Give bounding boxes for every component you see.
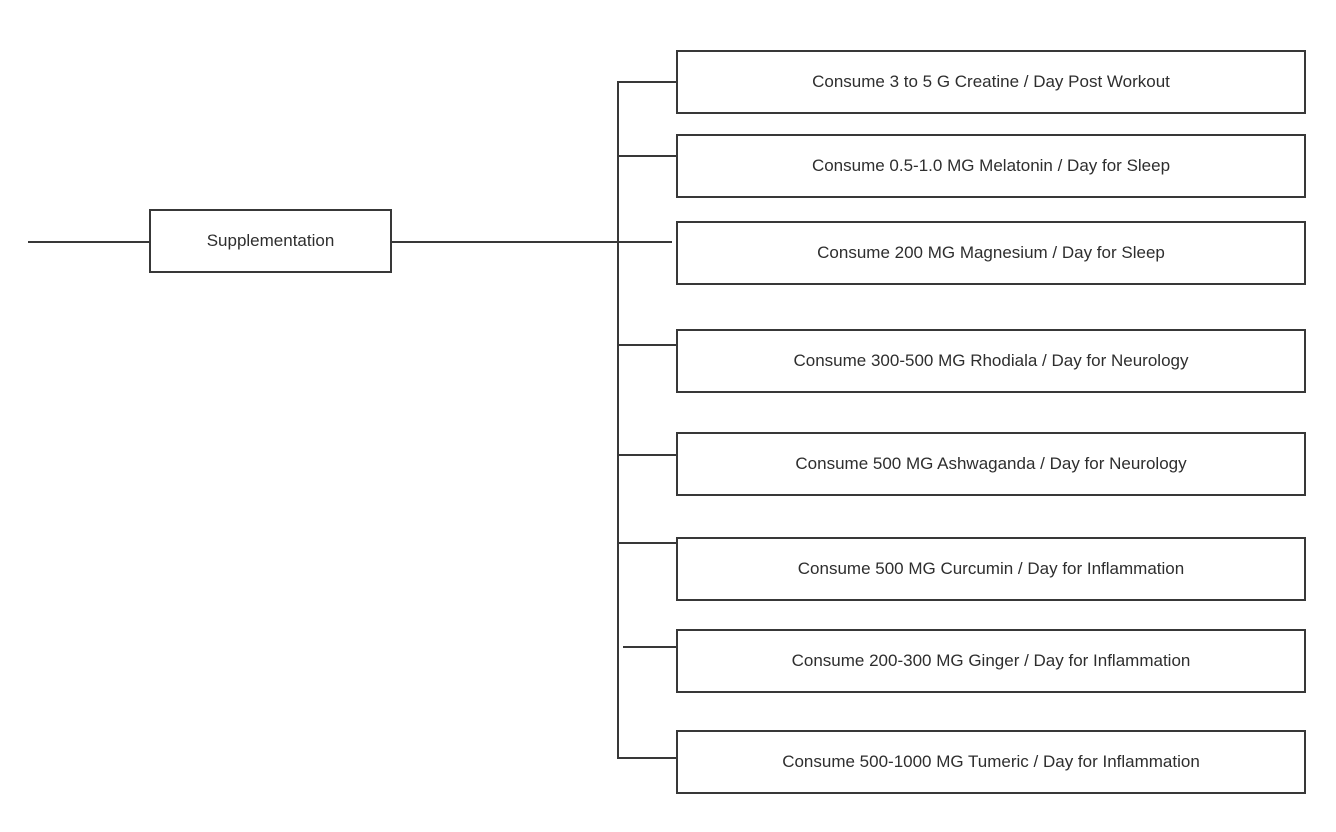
edge-branch-magnesium bbox=[617, 241, 672, 243]
edge-branch-tumeric bbox=[617, 757, 676, 759]
node-curcumin-label: Consume 500 MG Curcumin / Day for Inflam… bbox=[797, 558, 1185, 578]
edge-branch-curcumin bbox=[617, 542, 676, 544]
node-magnesium[interactable]: Consume 200 MG Magnesium / Day for Sleep bbox=[676, 221, 1306, 285]
edge-trunk bbox=[617, 81, 619, 759]
edge-branch-rhodiala bbox=[617, 344, 676, 346]
edge-branch-ashwaganda bbox=[617, 454, 676, 456]
edge-root-to-trunk bbox=[392, 241, 618, 243]
edge-root-left bbox=[28, 241, 149, 243]
node-ashwaganda[interactable]: Consume 500 MG Ashwaganda / Day for Neur… bbox=[676, 432, 1306, 496]
node-rhodiala[interactable]: Consume 300-500 MG Rhodiala / Day for Ne… bbox=[676, 329, 1306, 393]
node-melatonin-label: Consume 0.5-1.0 MG Melatonin / Day for S… bbox=[811, 155, 1171, 175]
node-ashwaganda-label: Consume 500 MG Ashwaganda / Day for Neur… bbox=[795, 453, 1187, 473]
node-rhodiala-label: Consume 300-500 MG Rhodiala / Day for Ne… bbox=[793, 350, 1189, 370]
node-ginger-label: Consume 200-300 MG Ginger / Day for Infl… bbox=[791, 650, 1191, 670]
node-creatine[interactable]: Consume 3 to 5 G Creatine / Day Post Wor… bbox=[676, 50, 1306, 114]
node-melatonin[interactable]: Consume 0.5-1.0 MG Melatonin / Day for S… bbox=[676, 134, 1306, 198]
edge-branch-ginger bbox=[623, 646, 676, 648]
node-supplementation[interactable]: Supplementation bbox=[149, 209, 392, 273]
node-magnesium-label: Consume 200 MG Magnesium / Day for Sleep bbox=[817, 242, 1165, 262]
node-ginger[interactable]: Consume 200-300 MG Ginger / Day for Infl… bbox=[676, 629, 1306, 693]
edge-branch-creatine bbox=[617, 81, 676, 83]
node-creatine-label: Consume 3 to 5 G Creatine / Day Post Wor… bbox=[812, 71, 1170, 91]
edge-branch-melatonin bbox=[617, 155, 676, 157]
node-tumeric[interactable]: Consume 500-1000 MG Tumeric / Day for In… bbox=[676, 730, 1306, 794]
node-curcumin[interactable]: Consume 500 MG Curcumin / Day for Inflam… bbox=[676, 537, 1306, 601]
node-tumeric-label: Consume 500-1000 MG Tumeric / Day for In… bbox=[782, 751, 1200, 771]
node-supplementation-label: Supplementation bbox=[206, 230, 335, 250]
